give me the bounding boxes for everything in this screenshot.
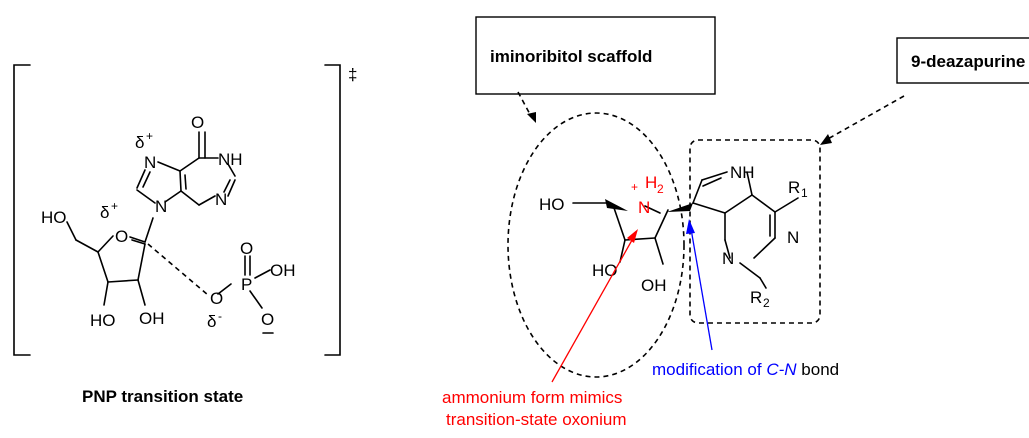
red-arrow (551, 232, 637, 383)
svg-text:N: N (722, 249, 734, 268)
svg-text:+: + (631, 180, 638, 194)
svg-text:N: N (215, 190, 227, 209)
double-dagger: ‡ (348, 65, 357, 84)
svg-text:R: R (750, 288, 762, 307)
svg-text:HO: HO (41, 208, 67, 227)
phosphate-group: O P O OH O δ - (207, 239, 296, 334)
inhibitor-scheme: iminoribitol scaffold 9-deazapurine HO H… (442, 16, 1029, 429)
svg-text:N: N (787, 228, 799, 247)
svg-text:O: O (210, 289, 223, 308)
svg-text:OH: OH (641, 276, 667, 295)
red-annotation-line1: ammonium form mimics (442, 388, 622, 407)
svg-text:OH: OH (139, 309, 165, 328)
delta-plus-top: δ (135, 133, 144, 152)
red-annotation-line2: transition-state oxonium (446, 410, 626, 429)
pnp-transition-state: ‡ O NH N N N δ + (13, 64, 357, 406)
svg-text:O: O (191, 113, 204, 132)
iminoribitol-ellipse (507, 112, 685, 378)
delta-plus-mid: δ (100, 203, 109, 222)
svg-text:N: N (144, 153, 156, 172)
deazapurine-ring: NH N N R 1 R 2 (692, 163, 808, 310)
svg-text:P: P (241, 275, 252, 294)
svg-text:R: R (788, 178, 800, 197)
svg-text:NH: NH (730, 163, 755, 182)
blue-annotation: modification of C-N bond (652, 360, 839, 379)
svg-text:H: H (645, 173, 657, 192)
right-bracket (324, 64, 341, 356)
svg-text:HO: HO (539, 195, 565, 214)
svg-text:NH: NH (218, 150, 243, 169)
iminoribitol-box (475, 16, 716, 95)
svg-text:O: O (261, 310, 274, 329)
svg-text:2: 2 (763, 296, 770, 310)
blue-arrow (689, 222, 713, 351)
iminoribitol-label: iminoribitol scaffold (490, 47, 652, 66)
deazapurine-box (896, 37, 1029, 84)
svg-text:OH: OH (270, 261, 296, 280)
svg-text:-: - (218, 309, 222, 323)
svg-text:N: N (155, 197, 167, 216)
svg-text:O: O (240, 239, 253, 258)
svg-text:2: 2 (657, 182, 664, 196)
svg-text:HO: HO (592, 261, 618, 280)
deazapurine-label: 9-deazapurine (911, 52, 1025, 71)
svg-text:+: + (111, 199, 118, 213)
ribose-ring: HO O HO OH (41, 208, 209, 330)
svg-text:HO: HO (90, 311, 116, 330)
svg-text:1: 1 (801, 186, 808, 200)
delta-minus: δ (207, 312, 216, 331)
hypoxanthine-ring: O NH N N N (136, 113, 243, 216)
svg-text:+: + (146, 129, 153, 143)
iminoribitol-ring: HO HO OH (539, 195, 693, 295)
ammonium-N: N (638, 198, 650, 217)
pnp-caption: PNP transition state (82, 387, 243, 406)
left-bracket (13, 64, 31, 356)
svg-text:O: O (115, 227, 128, 246)
